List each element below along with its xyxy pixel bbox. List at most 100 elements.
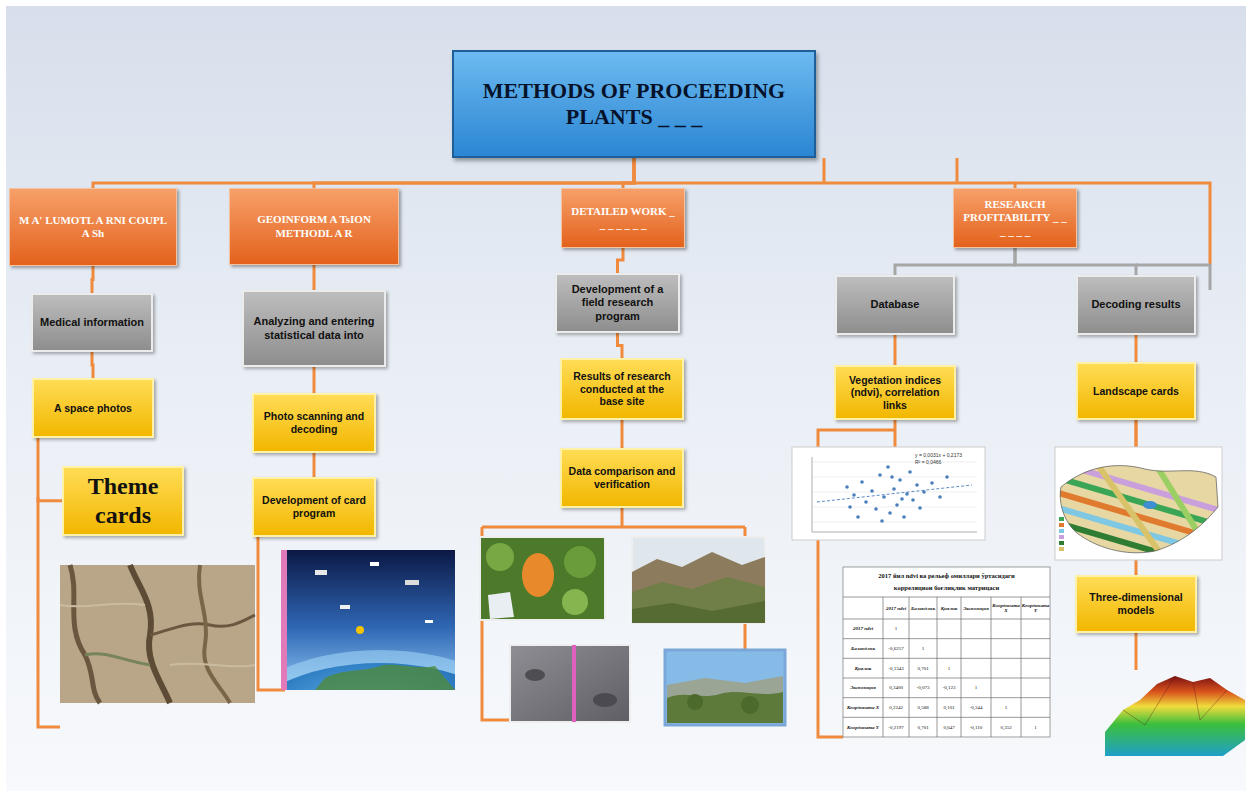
data-points-part [860,480,864,484]
map-legend-part [1059,517,1064,521]
node-text: Development of a field research program [563,283,672,323]
table-grid-part [883,597,884,737]
bag [488,592,514,619]
table-row-header: Координата X [843,698,883,718]
data-points-part [870,489,874,493]
data-points-part [886,465,890,469]
valley [70,565,100,703]
correlation-table [843,567,1050,737]
table-grid-part [991,597,992,737]
field-photo [510,645,630,722]
map-legend-part [1059,535,1064,539]
photo-ground [60,565,255,703]
table-row-header: Экспозиция [843,678,883,698]
connector-line [92,352,93,378]
lake [1143,501,1157,509]
grid-part [812,522,977,523]
table-cell: -0,344 [961,698,991,718]
table-cell: 0,701 [909,717,937,737]
map-legend-part [1059,541,1064,545]
step-box: Vegetation indices (ndvi), correlation l… [834,365,956,420]
connector-line [634,158,1015,188]
step-box: Landscape cards [1076,362,1196,420]
data-points-part [902,515,906,519]
table-cell: 0,3400 [883,678,909,698]
node-text: GEOINFORM A TsION METHODL A R [236,213,392,239]
y-axis [812,457,813,532]
data-points-part [892,487,896,491]
connector-line [618,248,624,273]
earth [285,663,455,690]
bushes [667,692,783,723]
step-box: Results of research conducted at the bas… [560,358,684,420]
table-grid-part [843,678,1050,679]
stone [593,693,617,707]
table-cell: 1 [1021,717,1050,737]
table-cell: 0,2242 [883,698,909,718]
data-points-part [888,511,892,515]
category-box: DETAILED WORK _ _ _ _ _ _ _ [561,188,685,248]
node-text: Medical information [40,316,144,329]
data-points-part [878,473,882,477]
node-text: Decoding results [1091,298,1180,311]
table-grid-part [937,597,938,737]
table-cell: 1 [883,619,909,639]
leader-line [894,420,897,447]
table-cell: 1 [909,639,937,659]
connector-line [313,453,316,477]
bus-stub [823,158,826,183]
terrain-ridges [1123,676,1227,725]
process-box: Medical information [31,293,153,352]
data-points-part [930,481,934,485]
map-land [1060,466,1218,553]
data-points-part [908,470,912,474]
grid-part [812,507,977,508]
valley [85,654,150,665]
table-header: Экспозиция [961,597,991,619]
leaves [562,589,588,615]
field-photo [480,537,605,620]
table-cell: -0,123 [937,678,961,698]
table-header: Координата Y [1021,597,1050,619]
grid [812,462,977,522]
map-legend-part [1059,529,1064,533]
connector-line [621,420,624,448]
step-box: Theme cards [62,466,184,536]
data-points-part [898,478,902,482]
table-frame [843,567,1050,737]
data-points-part [882,495,886,499]
map-zones-part [1055,462,1225,512]
edge-bar [281,550,287,690]
data-points-part [845,485,849,489]
sky [632,537,765,623]
measure-rod [572,645,576,722]
node-text: Database [871,298,920,311]
node-text: Analyzing and entering statistical data … [250,315,378,341]
satellite [315,570,327,575]
data-points-part [911,498,915,502]
table-grid-part [1021,597,1022,737]
step-box: Data comparison and verification [560,448,684,508]
process-box: Analyzing and entering statistical data … [242,290,386,367]
node-text: Results of research conducted at the bas… [568,370,676,408]
table-cell: 0,588 [909,698,937,718]
mountain [632,552,765,623]
table-cell: -0,6257 [883,639,909,659]
x-axis [812,532,977,533]
connector-line [894,335,897,365]
grid-part [812,462,977,463]
data-points-part [890,475,894,479]
photo-ground [510,645,630,722]
connector-line [1135,335,1138,362]
data-points-part [864,500,868,504]
field-photo [665,650,785,725]
title-box: METHODS OF PROCEEDING PLANTS _ _ _ [452,50,816,158]
map-legend-part [1059,547,1064,551]
satellite [340,605,350,609]
node-text: Theme cards [70,472,176,530]
trend-equation: R² = 0,0466 [915,458,983,465]
table-cell: 1 [991,698,1021,718]
table-cell: -0,1343 [883,658,909,678]
table-row-header: Координата Y [843,717,883,737]
connector-line [1015,248,1136,275]
